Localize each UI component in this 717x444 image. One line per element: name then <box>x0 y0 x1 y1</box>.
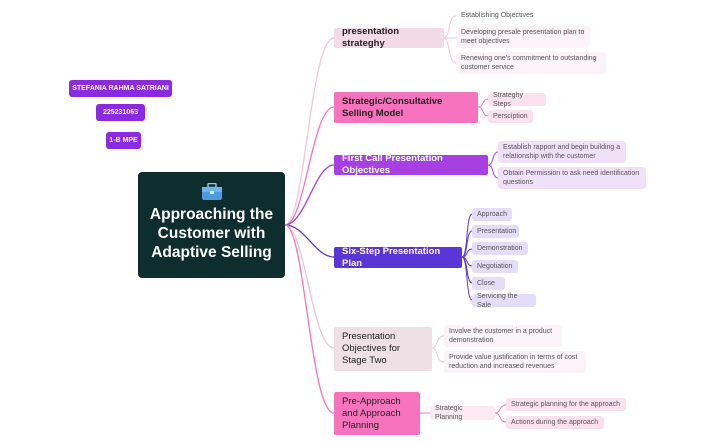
central-title: Approaching the Customer with Adaptive S… <box>149 206 274 261</box>
subtopic[interactable]: Actions during the approach <box>506 416 604 429</box>
briefcase-icon <box>201 182 223 201</box>
subtopic[interactable]: Strateghy Steps <box>488 92 546 108</box>
subtopic-strategic-planning[interactable]: Strategic Planning <box>430 405 495 421</box>
topic-presentation-strategy[interactable]: presentation strateghy <box>334 26 444 49</box>
topic-first-call-objectives[interactable]: First Call Presentation Objectives <box>334 153 488 176</box>
subtopic[interactable]: Servicing the Sale <box>472 293 536 309</box>
subtopic[interactable]: Approach <box>472 208 512 221</box>
subtopic[interactable]: Obtain Permission to ask need identifica… <box>498 167 646 189</box>
subtopic[interactable]: Involve the customer in a product demons… <box>444 325 562 347</box>
subtopic[interactable]: Strategic planning for the approach <box>506 398 626 411</box>
author-name-tag[interactable]: STEFANIA RAHMA SATRIANI <box>69 80 172 97</box>
subtopic[interactable]: Provide value justification in terms of … <box>444 351 586 373</box>
topic-stage-two-objectives[interactable]: Presentation Objectives for Stage Two <box>334 327 432 371</box>
subtopic[interactable]: Developing presale presentation plan to … <box>456 26 590 48</box>
subtopic[interactable]: Establish rapport and begin building a r… <box>498 141 626 163</box>
subtopic[interactable]: Renewing one's commitment to outstanding… <box>456 52 606 74</box>
student-id-tag[interactable]: 225231063 <box>96 104 145 121</box>
subtopic[interactable]: Demonstration <box>472 242 528 255</box>
topic-consultative-selling-model[interactable]: Strategic/Consultative Selling Model <box>334 92 478 123</box>
subtopic[interactable]: Close <box>472 277 505 290</box>
subtopic[interactable]: Establishing Objectives <box>461 12 534 19</box>
subtopic[interactable]: Negotiation <box>472 260 518 273</box>
topic-six-step-plan[interactable]: Six-Step Presentation Plan <box>334 246 462 269</box>
topic-pre-approach-planning[interactable]: Pre-Approach and Approach Planning <box>334 392 420 435</box>
central-topic[interactable]: Approaching the Customer with Adaptive S… <box>138 172 285 278</box>
subtopic[interactable]: Persciption <box>488 110 533 123</box>
class-tag[interactable]: 1-B MPE <box>106 132 141 149</box>
subtopic[interactable]: Presentation <box>472 225 519 238</box>
